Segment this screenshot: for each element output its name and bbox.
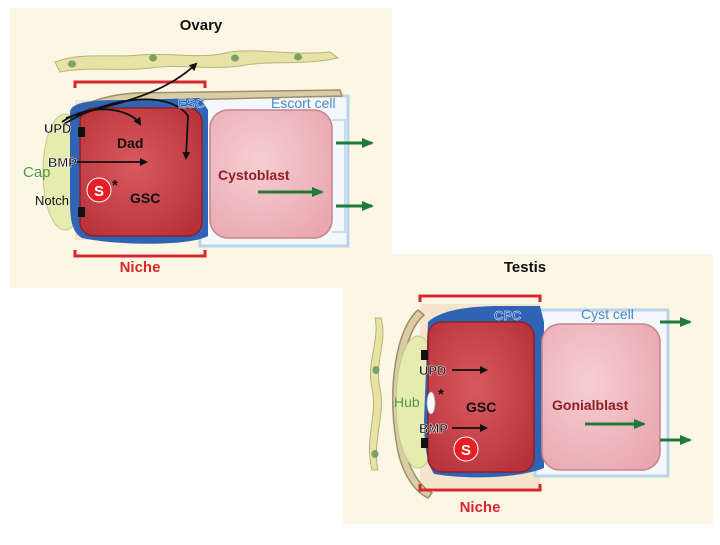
sheath-nucleus bbox=[149, 54, 157, 62]
ovary-upd-receptor bbox=[78, 127, 85, 137]
ovary-niche-bracket-top bbox=[73, 80, 207, 88]
testis-bmp-label: BMP bbox=[419, 421, 448, 436]
ovary-s-marker bbox=[86, 177, 112, 203]
testis-niche-bracket-top bbox=[418, 294, 542, 302]
ovary-upd-arrow-sheath bbox=[65, 62, 198, 119]
ovary-gsc-cell bbox=[79, 107, 203, 237]
ovary-escort-edge bbox=[332, 119, 346, 233]
testis-upd-receptor bbox=[421, 350, 428, 360]
testis-gonialblast-cell bbox=[541, 323, 661, 471]
ovary-upd-arrow-gsc bbox=[63, 98, 191, 160]
testis-upd-label: UPD bbox=[419, 363, 446, 378]
testis-niche-bracket-bottom bbox=[418, 484, 542, 492]
sheath-nucleus bbox=[294, 53, 302, 61]
testis-s-label: S bbox=[461, 442, 471, 459]
ovary-sheath-cells bbox=[54, 50, 340, 73]
testis-s-marker bbox=[453, 436, 479, 462]
ovary-notch-receptor bbox=[78, 207, 85, 217]
testis-gonialblast-label: Gonialblast bbox=[552, 397, 629, 413]
ovary-bmp-label: BMP bbox=[48, 155, 77, 170]
testis-hub-label: Hub bbox=[394, 394, 420, 410]
ovary-asterisk: * bbox=[112, 177, 118, 194]
ovary-escort-cell-label: Escort cell bbox=[271, 95, 336, 111]
testis-asterisk: * bbox=[438, 386, 444, 403]
ovary-notch-label: Notch bbox=[35, 193, 69, 208]
testis-cell-nucleus bbox=[371, 450, 379, 458]
testis-cpc-label: CPC bbox=[494, 308, 522, 323]
sheath-nucleus bbox=[231, 54, 239, 62]
testis-gap-cell bbox=[426, 391, 436, 415]
ovary-dad-label: Dad bbox=[117, 135, 143, 151]
ovary-esc-label: ESC bbox=[178, 96, 205, 111]
ovary-cystoblast-cell bbox=[209, 109, 333, 239]
ovary-niche-label: Niche bbox=[120, 259, 161, 276]
ovary-niche-bracket-bottom bbox=[73, 250, 207, 258]
testis-gsc-cell bbox=[427, 321, 535, 473]
ovary-upd-label: UPD bbox=[44, 121, 71, 136]
testis-title: Testis bbox=[504, 259, 546, 276]
ovary-title: Ovary bbox=[180, 17, 223, 34]
ovary-s-label: S bbox=[94, 183, 104, 200]
testis-cyst-cell-label: Cyst cell bbox=[581, 306, 634, 322]
testis-cell-nucleus bbox=[372, 366, 380, 374]
ovary-panel: Ovary bbox=[10, 8, 392, 288]
testis-niche-label: Niche bbox=[460, 499, 501, 516]
testis-bmp-receptor bbox=[421, 438, 428, 448]
testis-gsc-label: GSC bbox=[466, 399, 496, 415]
testis-elongated-cells bbox=[369, 317, 384, 471]
testis-panel: Testis bbox=[343, 254, 713, 524]
ovary-gsc-label: GSC bbox=[130, 190, 160, 206]
ovary-cystoblast-label: Cystoblast bbox=[218, 167, 290, 183]
sheath-nucleus bbox=[68, 60, 76, 68]
ovary-cap-label: Cap bbox=[23, 164, 51, 181]
